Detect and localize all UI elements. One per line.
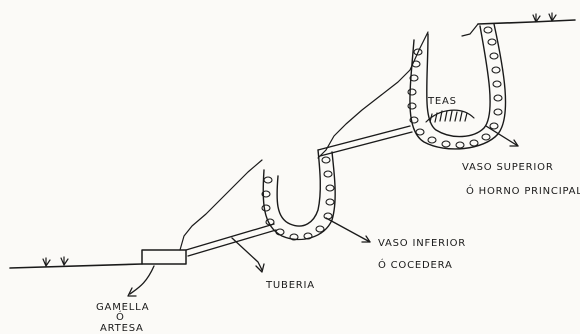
label-trough-2: Ó <box>116 310 125 323</box>
ground-left <box>10 257 142 268</box>
label-lower-vessel-2: Ó COCEDERA <box>378 258 453 271</box>
ground-right <box>478 13 575 24</box>
leader-arrows <box>128 126 518 296</box>
trough-box <box>142 250 186 264</box>
label-trough-3: ARTESA <box>100 323 144 334</box>
pipe-lower <box>186 224 276 256</box>
label-pipe: TUBERIA <box>265 280 315 291</box>
label-teas: TEAS <box>427 96 457 107</box>
label-lower-vessel-1: VASO INFERIOR <box>378 238 466 249</box>
lower-vessel <box>262 150 335 240</box>
label-upper-vessel-1: VASO SUPERIOR <box>462 162 554 173</box>
teas-bundle <box>426 110 474 122</box>
label-upper-vessel-2: Ó HORNO PRINCIPAL <box>466 184 580 197</box>
